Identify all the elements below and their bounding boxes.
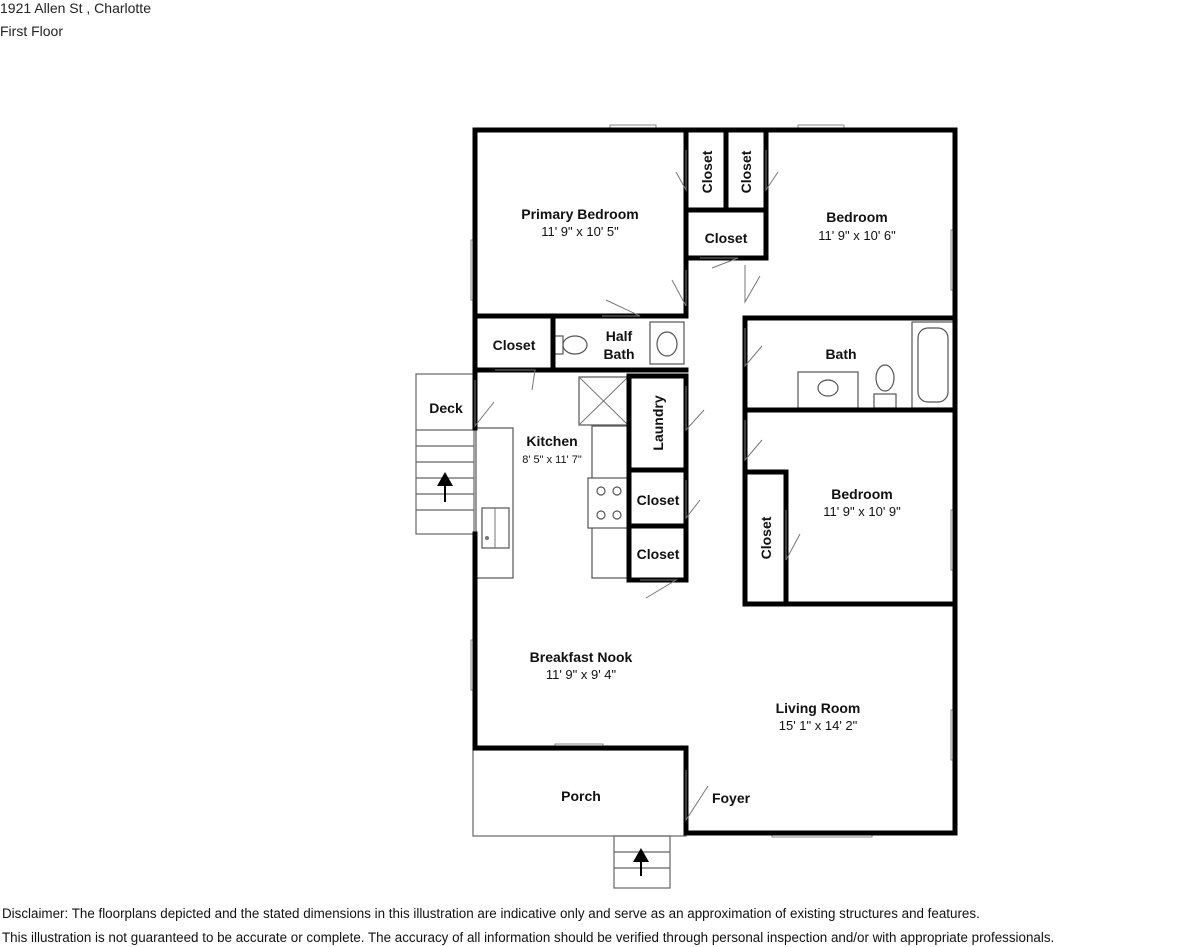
- kitchen-dims: 8' 5" x 11' 7": [522, 454, 582, 466]
- address-title: 1921 Allen St , Charlotte: [0, 0, 151, 16]
- bedroom-1-dims: 11' 9" x 10' 6": [818, 228, 896, 243]
- floor-title: First Floor: [0, 23, 63, 39]
- half-bath-label-line2: Bath: [603, 346, 634, 362]
- foyer-label: Foyer: [712, 790, 751, 806]
- primary-bedroom-label: Primary Bedroom: [521, 206, 638, 222]
- walls: [472, 127, 958, 836]
- closet-label-bedroom-2: Closet: [758, 516, 774, 559]
- bedroom-2-dims: 11' 9" x 10' 9": [823, 504, 901, 519]
- porch-stairs-arrow-icon: [633, 848, 649, 876]
- closet-label-half-bath: Closet: [493, 337, 536, 353]
- living-room-dims: 15' 1" x 14' 2": [779, 718, 858, 733]
- deck-area: [415, 373, 475, 535]
- floor-plan: Primary Bedroom 11' 9" x 10' 5" Bedroom …: [415, 124, 958, 889]
- disclaimer-line-1: Disclaimer: The floorplans depicted and …: [2, 906, 980, 921]
- deck-label: Deck: [429, 400, 463, 416]
- kitchen-label: Kitchen: [526, 433, 577, 449]
- disclaimer-line-2: This illustration is not guaranteed to b…: [2, 930, 1055, 945]
- living-room-label: Living Room: [776, 700, 861, 716]
- doors: [474, 150, 801, 822]
- laundry-label: Laundry: [650, 395, 666, 450]
- bedroom-1-label: Bedroom: [826, 209, 887, 225]
- half-bath-label-line1: Half: [606, 328, 633, 344]
- deck-stairs-arrow-icon: [437, 472, 453, 502]
- porch-label: Porch: [561, 788, 601, 804]
- closet-label-bedroom-1: Closet: [738, 150, 754, 193]
- bedroom-2-label: Bedroom: [831, 486, 892, 502]
- primary-bedroom-dims: 11' 9" x 10' 5": [541, 224, 619, 239]
- bath-label: Bath: [825, 346, 856, 362]
- porch-area: [472, 749, 687, 889]
- closet-label-hall: Closet: [705, 230, 748, 246]
- kitchen-fixtures: [475, 376, 629, 579]
- closet-label-kitchen-lower: Closet: [637, 546, 680, 562]
- closet-label-kitchen-upper: Closet: [637, 492, 680, 508]
- breakfast-nook-dims: 11' 9" x 9' 4": [546, 667, 617, 682]
- breakfast-nook-label: Breakfast Nook: [530, 649, 633, 665]
- closet-label-primary: Closet: [699, 150, 715, 193]
